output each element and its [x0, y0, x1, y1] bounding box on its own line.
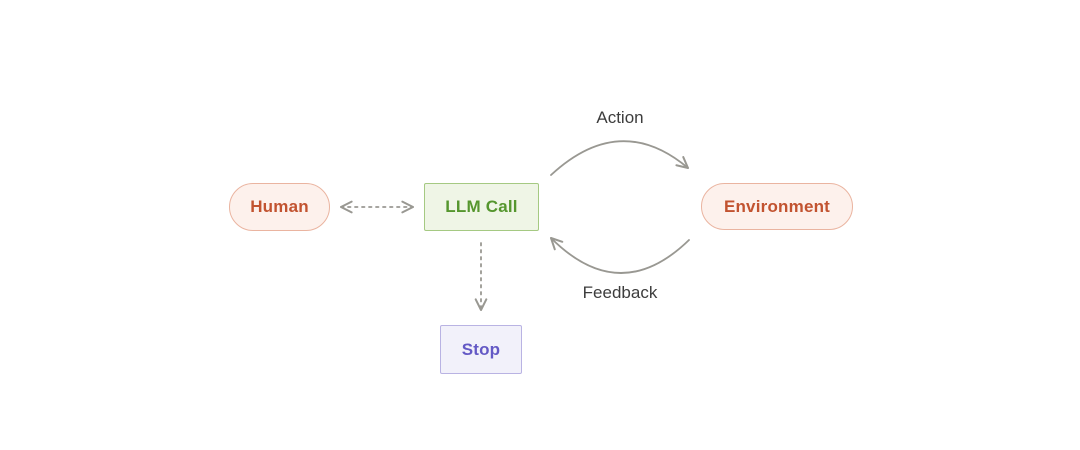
action-arrow — [550, 140, 689, 176]
node-llm-call-label: LLM Call — [445, 197, 518, 216]
edge-label-feedback: Feedback — [582, 283, 658, 302]
feedback-arrow — [550, 237, 690, 274]
node-human-label: Human — [250, 197, 309, 216]
node-llm-call: LLM Call — [424, 183, 539, 231]
node-human: Human — [229, 183, 330, 231]
node-stop-label: Stop — [461, 339, 501, 359]
node-environment: Environment — [701, 183, 853, 230]
node-environment-label: Environment — [723, 196, 831, 216]
node-stop: Stop — [440, 325, 522, 374]
edge-label-action: Action — [596, 108, 644, 127]
